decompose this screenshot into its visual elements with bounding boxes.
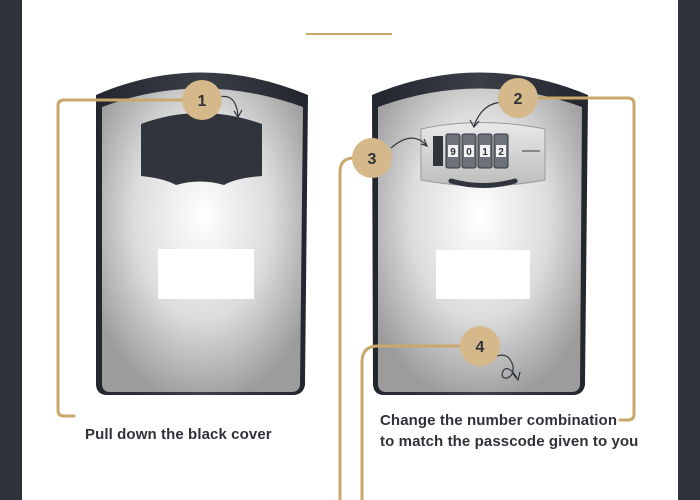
dial-window — [448, 145, 458, 157]
step-2-number: 2 — [514, 91, 523, 108]
label-window — [436, 250, 530, 299]
dial-window — [464, 145, 474, 157]
dial-window — [496, 145, 506, 157]
arrow-head-icon — [233, 109, 243, 119]
lockbox-left — [96, 72, 308, 395]
step-badge-2: 2 — [498, 78, 538, 118]
dial-digit: 0 — [466, 147, 472, 158]
dial-digit: 9 — [450, 147, 456, 158]
step-2-caption: Change the number combination to match t… — [380, 410, 638, 452]
step-1-number: 1 — [198, 93, 207, 110]
arrow-head-icon — [512, 371, 521, 382]
arrow-head-icon — [420, 138, 429, 147]
arrow-head-icon — [469, 119, 480, 129]
right-border-bar — [678, 0, 700, 500]
dial-digit: 2 — [498, 147, 504, 158]
step-3-number: 3 — [368, 151, 377, 168]
step-badge-3: 3 — [352, 138, 392, 178]
step-1-caption: Pull down the black cover — [85, 426, 272, 443]
release-button — [433, 136, 443, 166]
step-2-caption-line-1: Change the number combination — [380, 412, 618, 429]
swirl-arrow-icon — [496, 354, 518, 379]
left-border-bar — [0, 0, 22, 500]
step-4-number: 4 — [476, 339, 485, 356]
step-badge-1: 1 — [182, 80, 222, 120]
black-cover — [141, 113, 262, 185]
dial-digit: 1 — [482, 147, 488, 158]
step-badge-4: 4 — [460, 326, 500, 366]
connector-lines — [56, 96, 636, 500]
label-window — [158, 249, 254, 299]
dial-window — [480, 145, 490, 157]
arrow-icon — [390, 137, 427, 149]
step-2-caption-line-2: to match the passcode given to you — [380, 433, 639, 450]
